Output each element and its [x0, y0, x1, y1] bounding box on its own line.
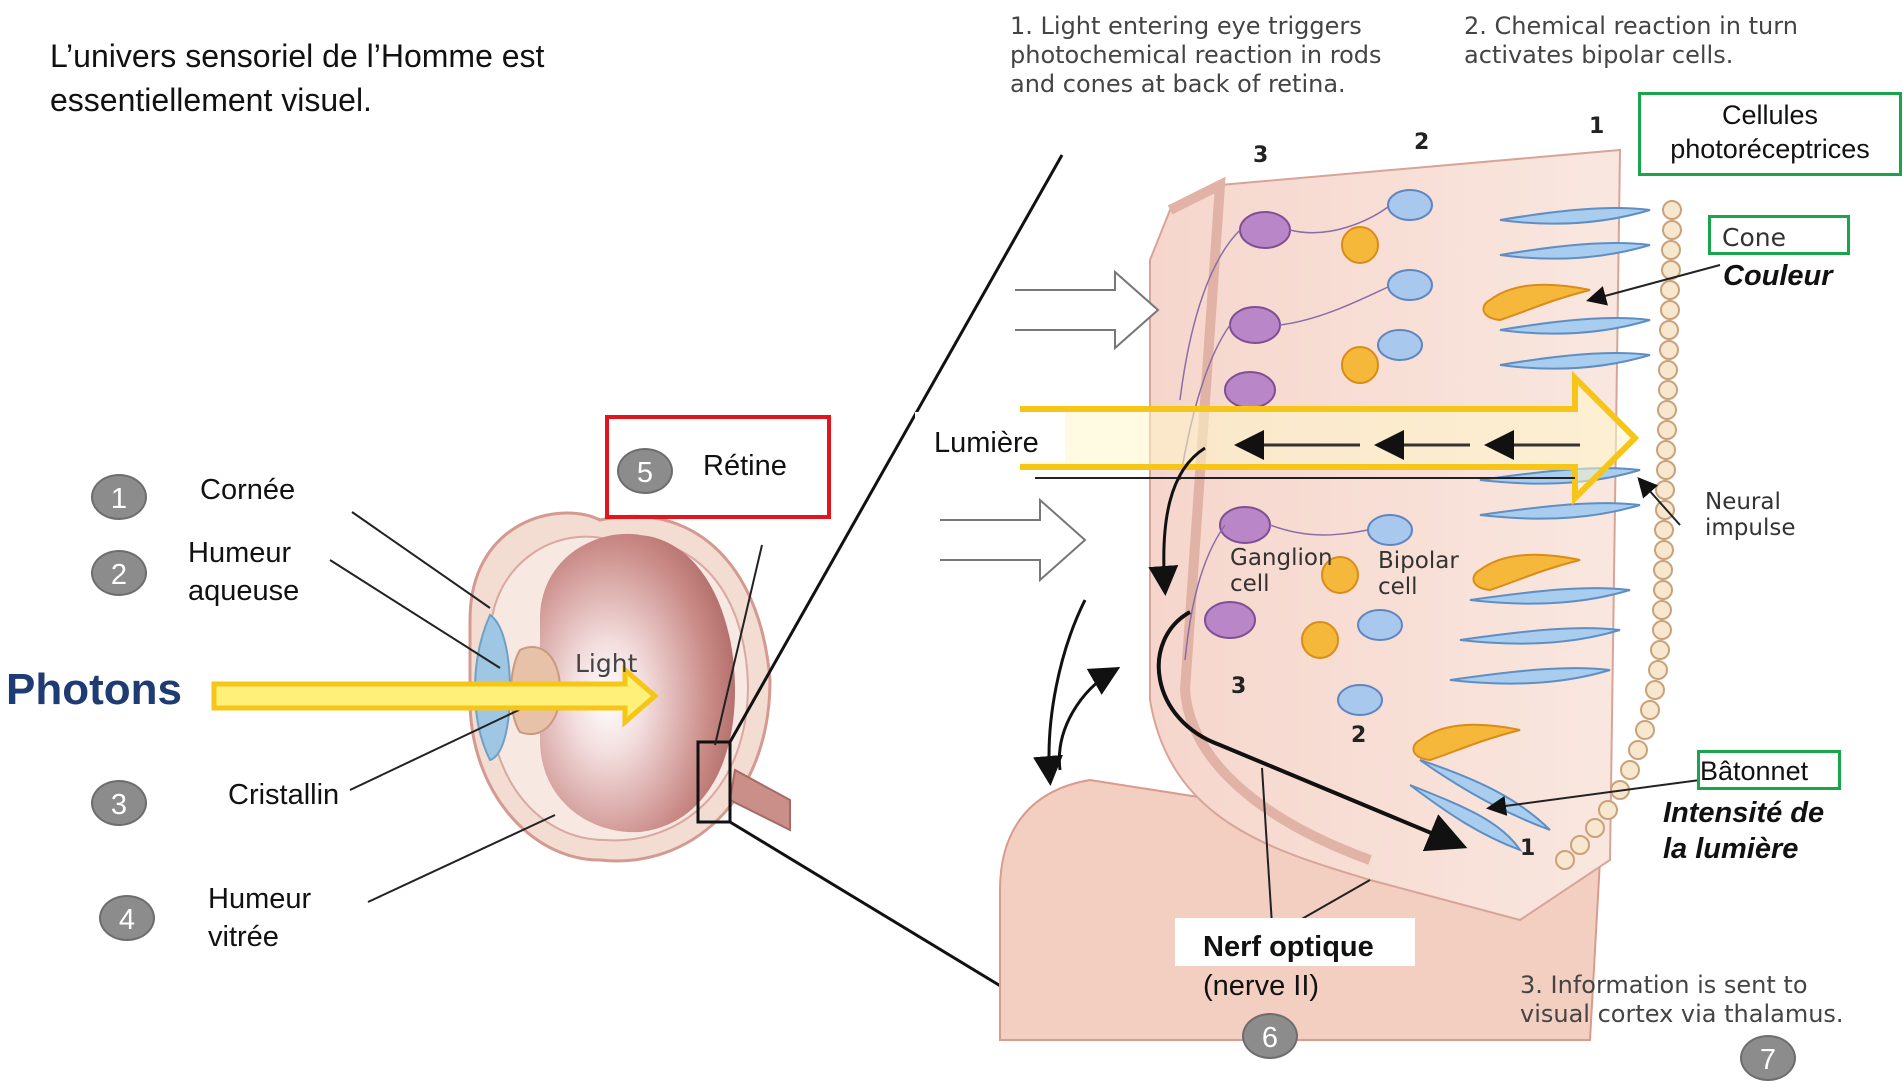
- photons-label: Photons: [6, 665, 182, 715]
- label-cellules-line2: photoréceptrices: [1638, 132, 1902, 166]
- caption-2: 2. Chemical reaction in turn activates b…: [1464, 12, 1798, 70]
- badge-7: 7: [1740, 1035, 1796, 1081]
- label-lumiere: Lumière: [934, 424, 1039, 462]
- label-bipolar-cell: Bipolar cell: [1378, 548, 1459, 600]
- caption-1-line2: photochemical reaction in rods: [1010, 41, 1382, 70]
- layer-number-top-1: 1: [1589, 114, 1604, 139]
- label-humeur-vitree-line2: vitrée: [208, 918, 311, 956]
- layer-number-bottom-1: 1: [1520, 836, 1535, 861]
- label-humeur-aqueuse: Humeur aqueuse: [188, 534, 299, 610]
- zoom-line-bottom: [730, 822, 1040, 1010]
- badge-2: 2: [91, 550, 147, 596]
- intro-line-2: essentiellement visuel.: [50, 78, 544, 122]
- label-ganglion-cell: Ganglion cell: [1230, 545, 1333, 597]
- label-intensite: Intensité de la lumière: [1663, 795, 1824, 867]
- layer-number-bottom-2: 2: [1351, 723, 1366, 748]
- label-neural-line2: impulse: [1705, 515, 1796, 541]
- label-intensite-line1: Intensité de: [1663, 795, 1824, 831]
- label-cristallin: Cristallin: [228, 776, 339, 814]
- eye-drawing: [470, 513, 790, 861]
- caption-1-line3: and cones at back of retina.: [1010, 70, 1382, 99]
- label-nerve-ii: (nerve II): [1203, 967, 1319, 1005]
- badge-3: 3: [91, 780, 147, 826]
- label-couleur: Couleur: [1723, 258, 1833, 294]
- label-humeur-aqueuse-line1: Humeur: [188, 534, 299, 572]
- label-cone: Cone: [1722, 225, 1786, 251]
- label-nerf-optique: Nerf optique: [1203, 928, 1374, 966]
- label-intensite-line2: la lumière: [1663, 831, 1824, 867]
- caption-3-line1: 3. Information is sent to: [1520, 971, 1844, 1000]
- label-ganglion-line2: cell: [1230, 571, 1333, 597]
- label-retine: Rétine: [703, 447, 787, 485]
- caption-2-line2: activates bipolar cells.: [1464, 41, 1798, 70]
- label-neural-impulse: Neural impulse: [1705, 489, 1796, 541]
- caption-3-line2: visual cortex via thalamus.: [1520, 1000, 1844, 1029]
- caption-1: 1. Light entering eye triggers photochem…: [1010, 12, 1382, 99]
- label-cornee: Cornée: [200, 471, 295, 509]
- label-neural-line1: Neural: [1705, 489, 1796, 515]
- caption-3: 3. Information is sent to visual cortex …: [1520, 971, 1844, 1029]
- intro-text: L’univers sensoriel de l’Homme est essen…: [50, 34, 544, 122]
- label-humeur-vitree: Humeur vitrée: [208, 880, 311, 956]
- label-cellules: Cellules photoréceptrices: [1638, 98, 1902, 166]
- label-humeur-aqueuse-line2: aqueuse: [188, 572, 299, 610]
- badge-5: 5: [617, 448, 673, 494]
- badge-1: 1: [91, 474, 147, 520]
- badge-4: 4: [99, 895, 155, 941]
- intro-line-1: L’univers sensoriel de l’Homme est: [50, 34, 544, 78]
- label-bipolar-line1: Bipolar: [1378, 548, 1459, 574]
- label-bipolar-line2: cell: [1378, 574, 1459, 600]
- retina-cross-section: [1000, 150, 1681, 1040]
- layer-number-top-2: 2: [1414, 130, 1429, 155]
- layer-number-top-3: 3: [1253, 143, 1268, 168]
- caption-1-line1: 1. Light entering eye triggers: [1010, 12, 1382, 41]
- label-cellules-line1: Cellules: [1638, 98, 1902, 132]
- eye-light-label: Light: [575, 649, 637, 678]
- label-ganglion-line1: Ganglion: [1230, 545, 1333, 571]
- label-batonnet: Bâtonnet: [1700, 752, 1808, 790]
- badge-6: 6: [1242, 1013, 1298, 1059]
- layer-number-bottom-3: 3: [1231, 674, 1246, 699]
- caption-2-line1: 2. Chemical reaction in turn: [1464, 12, 1798, 41]
- label-humeur-vitree-line1: Humeur: [208, 880, 311, 918]
